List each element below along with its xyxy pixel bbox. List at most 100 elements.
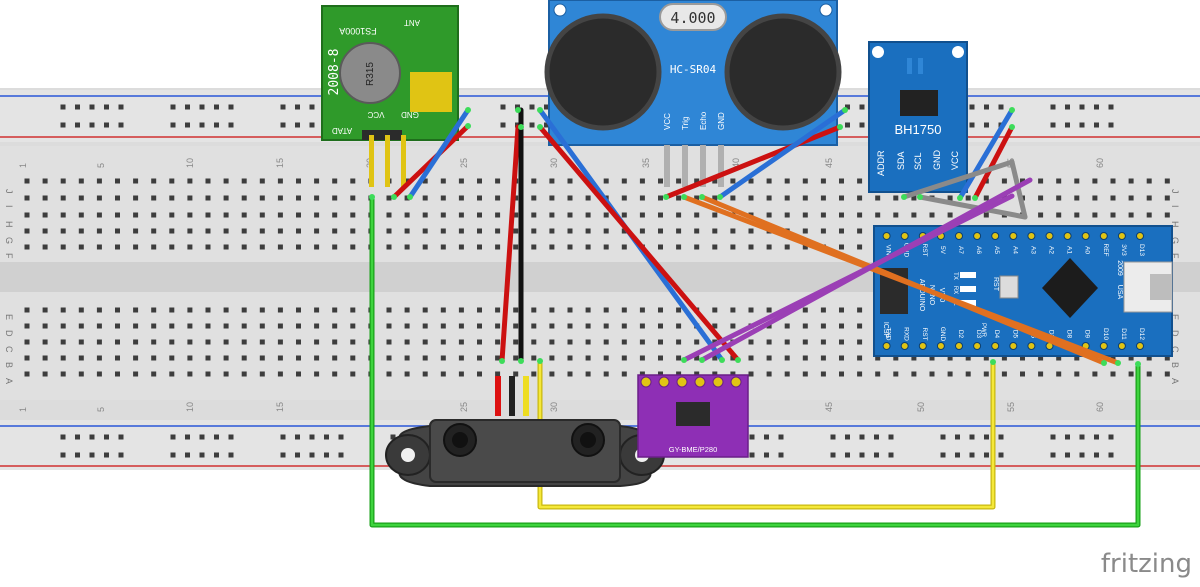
breadboard-hole [820, 212, 826, 218]
breadboard-hole [730, 323, 736, 329]
gray-wire [917, 194, 1028, 220]
breadboard-hole [500, 104, 506, 110]
breadboard-hole [96, 228, 102, 234]
breadboard-hole [350, 212, 356, 218]
breadboard-hole [24, 307, 30, 313]
breadboard-hole [228, 122, 234, 128]
col-number: 10 [185, 402, 195, 412]
breadboard-hole [332, 244, 338, 250]
breadboard-hole [296, 323, 301, 329]
wire-endpoint [499, 358, 505, 364]
wire-endpoint [917, 194, 923, 200]
breadboard-hole [115, 339, 120, 345]
breadboard-hole [549, 244, 555, 250]
column-numbers: 1 5 10 15 20 25 30 35 40 45 50 55 60 1 5… [18, 158, 1105, 412]
breadboard-hole [60, 371, 66, 377]
ls-pin-label: SCL [913, 152, 923, 170]
light-sensor-chip [900, 90, 938, 116]
breadboard-hole [567, 339, 573, 345]
breadboard-hole [621, 307, 627, 313]
breadboard-hole [89, 452, 95, 458]
breadboard-hole [477, 339, 482, 345]
breadboard-hole [694, 195, 700, 201]
breadboard-hole [1094, 104, 1099, 110]
nano-pin-label: D5 [1011, 330, 1018, 339]
breadboard-hole [839, 355, 844, 361]
col-number: 30 [549, 158, 559, 168]
ls-pin-label: VCC [950, 150, 960, 170]
breadboard-hole [784, 212, 790, 218]
rf-pin-label: GND [401, 110, 419, 119]
breadboard-hole [60, 178, 66, 184]
breadboard-hole [115, 195, 120, 201]
breadboard-hole [350, 195, 356, 201]
nano-pin [1027, 342, 1036, 350]
blue-wire [957, 107, 1015, 201]
breadboard-hole [133, 228, 139, 234]
breadboard-hole [639, 195, 645, 201]
rf-pin-label: ATAD [332, 126, 352, 135]
breadboard-hole [1108, 452, 1114, 458]
breadboard-hole [1079, 452, 1085, 458]
breadboard-hole [748, 371, 754, 377]
breadboard-hole [458, 371, 464, 377]
breadboard-hole [712, 307, 718, 313]
breadboard-hole [115, 244, 120, 250]
breadboard-hole [458, 323, 464, 329]
breadboard-hole [350, 339, 356, 345]
rf-pin-label: VCC [367, 110, 384, 119]
breadboard-hole [24, 371, 30, 377]
breadboard-hole [104, 452, 109, 458]
purple-wire [699, 177, 1033, 363]
breadboard-hole [115, 307, 120, 313]
wire-endpoint [518, 358, 524, 364]
nano-pin [955, 342, 963, 350]
breadboard-hole [857, 307, 863, 313]
breadboard-hole [531, 355, 537, 361]
nano-pin [900, 342, 909, 350]
breadboard-hole [495, 212, 501, 218]
breadboard-hole [185, 452, 190, 458]
breadboard-hole [223, 307, 229, 313]
breadboard-hole [585, 371, 591, 377]
breadboard-hole [477, 244, 482, 250]
breadboard-hole [60, 307, 66, 313]
col-number: 35 [641, 158, 651, 168]
breadboard-hole [567, 195, 573, 201]
row-letter: H [4, 221, 14, 228]
breadboard-hole [639, 212, 645, 218]
breadboard-hole [96, 371, 102, 377]
breadboard-hole [839, 307, 844, 313]
nano-pin-label: A0 [1084, 246, 1091, 254]
breadboard-hole [214, 122, 219, 128]
breadboard-hole [133, 212, 139, 218]
breadboard-hole [280, 434, 286, 440]
breadboard-hole [277, 307, 283, 313]
breadboard-hole [199, 434, 205, 440]
nano-pin-label: D4 [993, 330, 1000, 339]
breadboard-hole [513, 307, 519, 313]
breadboard-hole [332, 195, 338, 201]
breadboard-hole [477, 355, 482, 361]
breadboard-hole [170, 122, 176, 128]
nano-pin [1136, 232, 1144, 240]
breadboard-hole [96, 355, 102, 361]
breadboard-hole [1128, 212, 1134, 218]
breadboard-hole [1164, 178, 1170, 184]
breadboard-hole [1092, 178, 1098, 184]
breadboard-hole [784, 178, 790, 184]
breadboard-hole [549, 355, 555, 361]
breadboard-hole [277, 323, 283, 329]
nano-pin [882, 232, 891, 240]
breadboard-hole [169, 307, 175, 313]
breadboard-hole [223, 323, 229, 329]
breadboard-hole [983, 355, 989, 361]
nano-pin [973, 232, 982, 240]
breadboard-hole [223, 244, 229, 250]
breadboard-hole [730, 178, 736, 184]
breadboard-hole [115, 371, 120, 377]
breadboard-hole [78, 228, 84, 234]
breadboard-hole [1038, 195, 1044, 201]
breadboard-hole [169, 355, 175, 361]
row-letter: I [4, 205, 14, 208]
